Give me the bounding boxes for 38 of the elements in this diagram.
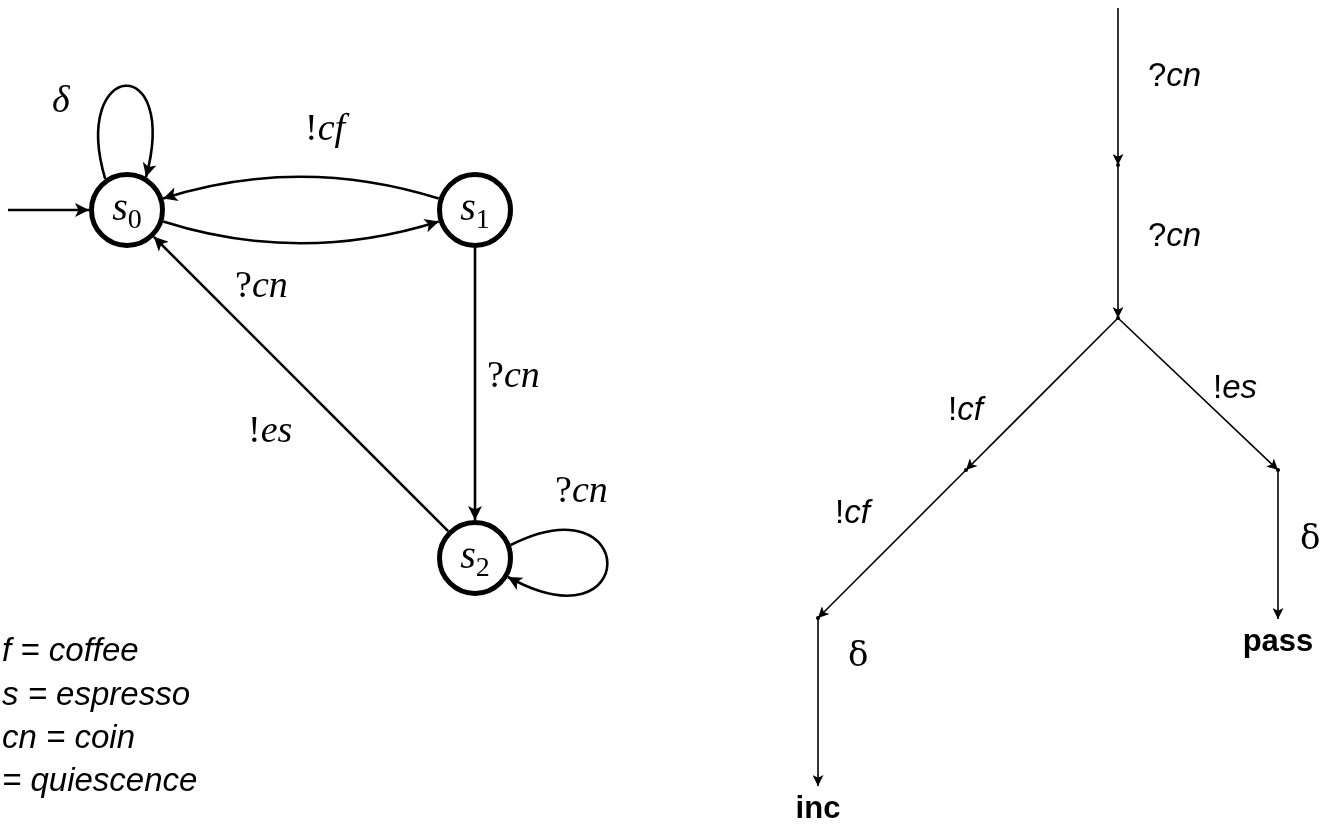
transition-arrow (1272, 469, 1284, 620)
legend-note: = quiescence (2, 763, 198, 796)
verdict-label: inc (787, 790, 849, 824)
branch-point (816, 616, 820, 620)
legend-note: cn = coin (2, 720, 135, 753)
edge-label: ?cn (235, 265, 288, 303)
edge-label: δ (52, 80, 70, 118)
transition-arrow (97, 84, 156, 180)
state-circle: s$_{0}$ (89, 172, 165, 248)
state-circle: s$_{2}$ (437, 520, 513, 596)
transition-arrow (965, 317, 1119, 471)
edge-label: !es (248, 410, 293, 448)
transition-arrow (162, 175, 440, 202)
verdict-label: pass (1228, 623, 1328, 657)
transition-arrow (817, 469, 967, 619)
transition-arrow (152, 235, 450, 533)
transition-arrow (812, 617, 824, 787)
edge-label: δ (848, 637, 869, 671)
transition-arrow (8, 203, 89, 217)
edge-label: ?cn (1148, 58, 1202, 91)
transition-arrow (468, 248, 482, 520)
transition-arrow (507, 528, 609, 597)
legend-note: f = coffee (2, 633, 139, 666)
transition-arrow (162, 218, 440, 245)
edge-label: ?cn (487, 355, 540, 393)
edge-label: ?cn (555, 470, 608, 508)
transition-arrow (1112, 7, 1124, 166)
edge-label: δ (1300, 520, 1321, 554)
branch-point (1276, 468, 1280, 472)
branch-point (1116, 316, 1120, 320)
state-circle: s$_{1}$ (437, 172, 513, 248)
legend-note: s = espresso (2, 677, 190, 710)
transition-arrow (1112, 164, 1124, 319)
edge-label: ?cn (1148, 218, 1202, 251)
branch-point (1116, 163, 1120, 167)
branch-point (964, 468, 968, 472)
transition-arrow (1117, 317, 1279, 471)
edge-label: !es (1213, 370, 1258, 403)
